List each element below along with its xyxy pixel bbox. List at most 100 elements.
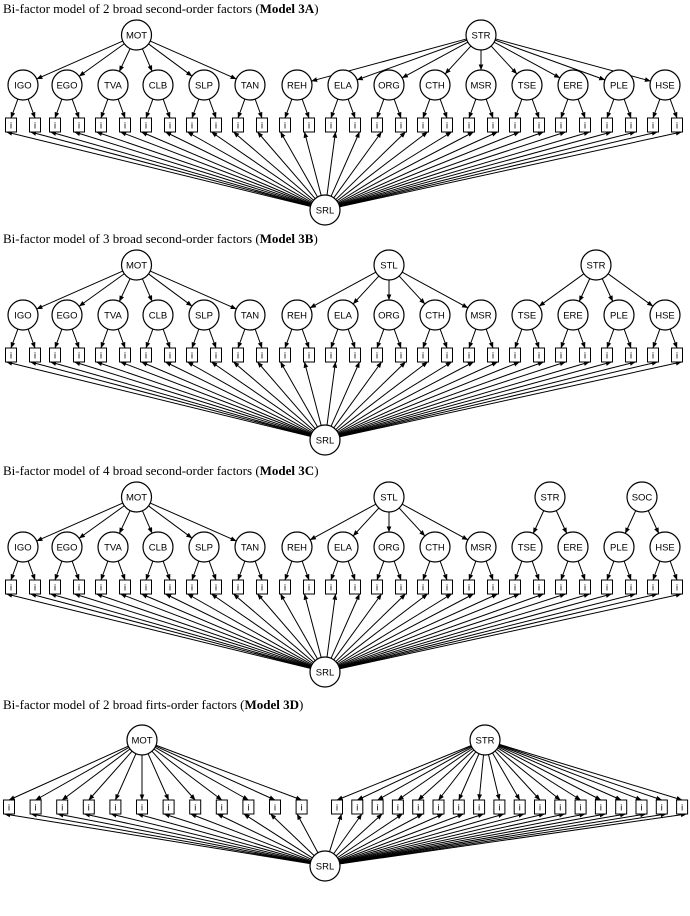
indicator-ple-2-box xyxy=(625,347,637,363)
general-loading-REH-i1 xyxy=(280,593,319,660)
loading-REH-i1 xyxy=(284,328,293,349)
general-loading-IGO-i2 xyxy=(30,593,311,669)
panel-title-model: Model 3B xyxy=(260,231,314,246)
first-order-tse-label: TSE xyxy=(518,81,536,92)
indicator-ere-2-box xyxy=(579,579,591,595)
indicator-slp-1: i xyxy=(186,347,198,363)
indicator-tva-2-label: i xyxy=(124,121,126,131)
second-order-stl-circle xyxy=(373,249,405,281)
first-order-slp-circle xyxy=(188,69,220,101)
indicator-clb-2: i xyxy=(164,579,176,595)
first-order-cth-circle xyxy=(419,69,451,101)
indicator-str-9-label: i xyxy=(498,803,500,813)
indicator-ple-2: i xyxy=(625,347,637,363)
general-loading-IGO-i1 xyxy=(6,131,311,207)
indicator-igo-1-box xyxy=(5,347,17,363)
second-order-str-circle xyxy=(580,249,612,281)
indicator-tva-1-label: i xyxy=(100,121,102,131)
second-order-str-circle xyxy=(465,19,497,51)
general-loading-TAN-i1 xyxy=(233,131,314,201)
indicator-msr-1: i xyxy=(463,347,475,363)
loading-MOT-i9 xyxy=(153,748,223,801)
indicator-reh-2: i xyxy=(303,117,315,133)
loading-ERE-i2 xyxy=(577,328,586,349)
general-loading-TSE-i2 xyxy=(338,361,544,436)
indicator-str-12-label: i xyxy=(559,803,561,813)
indicator-str-11-box xyxy=(534,799,546,815)
indicator-hse-1-label: i xyxy=(652,351,654,361)
general-loading-REH-i2 xyxy=(303,361,322,426)
general-loading-CLB-i1 xyxy=(141,131,312,205)
indicator-tse-1-box xyxy=(509,117,521,133)
indicator-ego-2: i xyxy=(73,579,85,595)
loading-MOT-CLB xyxy=(141,510,153,534)
indicator-str-1-box xyxy=(331,799,343,815)
loading-STR-i10 xyxy=(492,752,521,801)
indicator-mot-6: i xyxy=(136,799,148,815)
loading-HSE-i2 xyxy=(669,98,678,119)
indicator-igo-1-label: i xyxy=(10,583,12,593)
second-order-str: STR xyxy=(534,481,566,513)
loading-TSE-i1 xyxy=(514,560,523,581)
indicator-tse-1-label: i xyxy=(514,121,516,131)
first-order-igo: IGO xyxy=(7,531,39,563)
general-loading-PLE-i2 xyxy=(339,131,636,207)
indicator-mot-1-box xyxy=(3,799,15,815)
first-order-ela: ELA xyxy=(327,69,359,101)
loading-EGO-i1 xyxy=(54,98,63,119)
indicator-tan-1: i xyxy=(232,347,244,363)
loading-CLB-i2 xyxy=(162,328,171,349)
loading-TSE-i2 xyxy=(531,98,540,119)
indicator-str-18: i xyxy=(676,799,689,815)
first-order-tva-label: TVA xyxy=(104,81,122,92)
indicator-hse-1-box xyxy=(647,347,659,363)
first-order-igo-label: IGO xyxy=(14,543,31,554)
indicator-str-10-label: i xyxy=(519,803,521,813)
indicator-igo-2-box xyxy=(29,117,41,133)
indicator-slp-2: i xyxy=(210,579,222,595)
indicator-ere-1-label: i xyxy=(560,583,562,593)
indicator-hse-2-label: i xyxy=(676,583,678,593)
indicator-tse-2-box xyxy=(533,117,545,133)
general-loading-REH-i2 xyxy=(303,593,322,658)
first-order-ere-circle xyxy=(557,69,589,101)
loading-STL-ELA xyxy=(352,275,380,305)
first-order-reh-circle xyxy=(281,69,313,101)
first-order-ego-circle xyxy=(51,69,83,101)
general-loading-MSR-i1 xyxy=(338,361,474,434)
first-order-igo-circle xyxy=(7,69,39,101)
indicator-ego-1: i xyxy=(49,347,61,363)
indicator-ego-2-label: i xyxy=(78,583,80,593)
general-loading-PLE-i1 xyxy=(339,131,612,207)
panel-0-title: Bi-factor model of 2 broad second-order … xyxy=(3,1,319,16)
indicator-str-10: i xyxy=(513,799,526,815)
general-loading-TSE-i1 xyxy=(338,131,520,205)
indicator-mot-11-label: i xyxy=(274,803,276,813)
indicator-mot-8-box xyxy=(189,799,202,815)
general-loading-STR-i8 xyxy=(339,813,484,862)
first-order-org: ORG xyxy=(373,69,405,101)
indicator-igo-2-label: i xyxy=(34,121,36,131)
general-loading-IGO-i1 xyxy=(6,593,311,669)
indicator-reh-1: i xyxy=(279,579,291,595)
indicator-ela-1-label: i xyxy=(330,583,332,593)
indicator-tan-1: i xyxy=(232,117,244,133)
indicator-mot-5-label: i xyxy=(114,803,116,813)
loading-ELA-i2 xyxy=(347,328,356,349)
indicator-slp-2-box xyxy=(210,347,222,363)
panel-title-suffix: ) xyxy=(314,1,318,16)
loading-ORG-i1 xyxy=(376,98,385,119)
loading-STR-i16 xyxy=(498,744,642,801)
first-order-igo: IGO xyxy=(7,69,39,101)
first-order-ere: ERE xyxy=(557,531,589,563)
indicator-tva-1-box xyxy=(95,579,107,595)
indicator-msr-1: i xyxy=(463,579,475,595)
loading-IGO-i1 xyxy=(10,560,19,581)
first-order-clb-label: CLB xyxy=(149,543,167,554)
loading-EGO-i2 xyxy=(71,98,80,119)
indicator-msr-2-label: i xyxy=(492,351,494,361)
indicator-mot-5-box xyxy=(109,799,122,815)
general-loading-TSE-i1 xyxy=(338,593,520,667)
loading-STL-MSR xyxy=(401,503,469,541)
indicator-str-9: i xyxy=(493,799,506,815)
